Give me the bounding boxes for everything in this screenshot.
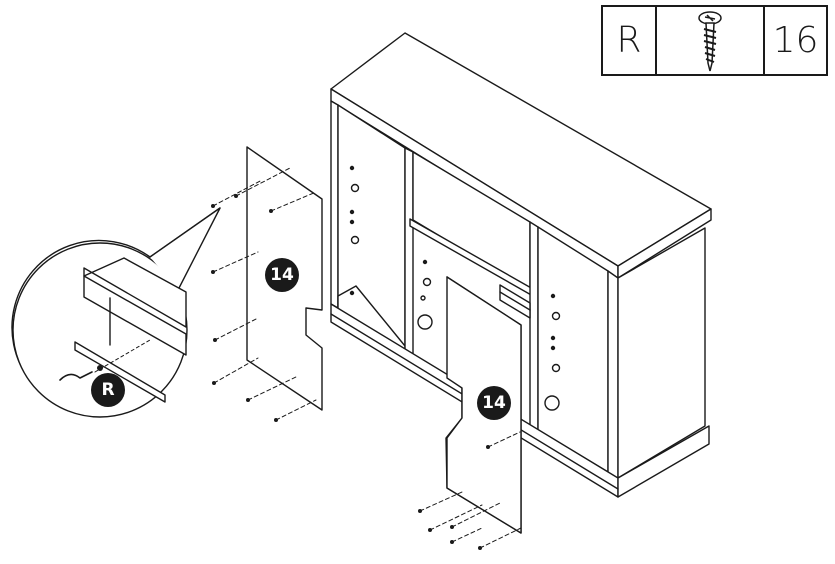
- right-side-outer: [617, 227, 706, 479]
- panel-left-screws: [211, 194, 278, 422]
- detail-panel: [74, 341, 166, 403]
- panel-right-screw-lines: [419, 431, 522, 549]
- hardware-quantity: 16: [772, 20, 819, 61]
- screw-icon: [698, 10, 722, 71]
- right-compartment-holes: [544, 293, 561, 411]
- callout-screw-label: R: [91, 373, 125, 407]
- panel-right-label: 14: [477, 386, 511, 420]
- divider-holes: [417, 259, 433, 330]
- panel-left-screw-lines: [212, 167, 317, 421]
- detail-callout: [11, 207, 221, 418]
- cabinet: [330, 32, 712, 498]
- detail-screwdriver: [59, 371, 93, 381]
- hardware-letter: R: [616, 20, 642, 61]
- hardware-table: R 16: [601, 5, 828, 76]
- panel-left-label: 14: [265, 258, 299, 292]
- back-panel-left: [211, 146, 323, 422]
- hardware-quantity-cell: 16: [765, 7, 826, 74]
- left-side-edge: [330, 100, 339, 309]
- cabinet-top-side-edge: [617, 208, 712, 279]
- detail-board: [83, 257, 187, 328]
- right-side-panel: [607, 270, 619, 481]
- left-divider: [404, 147, 414, 363]
- left-side-holes: [349, 165, 360, 296]
- right-divider: [529, 221, 539, 433]
- base-side: [617, 425, 710, 498]
- hardware-letter-cell: R: [603, 7, 657, 74]
- panel-right-screws: [418, 445, 490, 550]
- hardware-icon-cell: [657, 7, 765, 74]
